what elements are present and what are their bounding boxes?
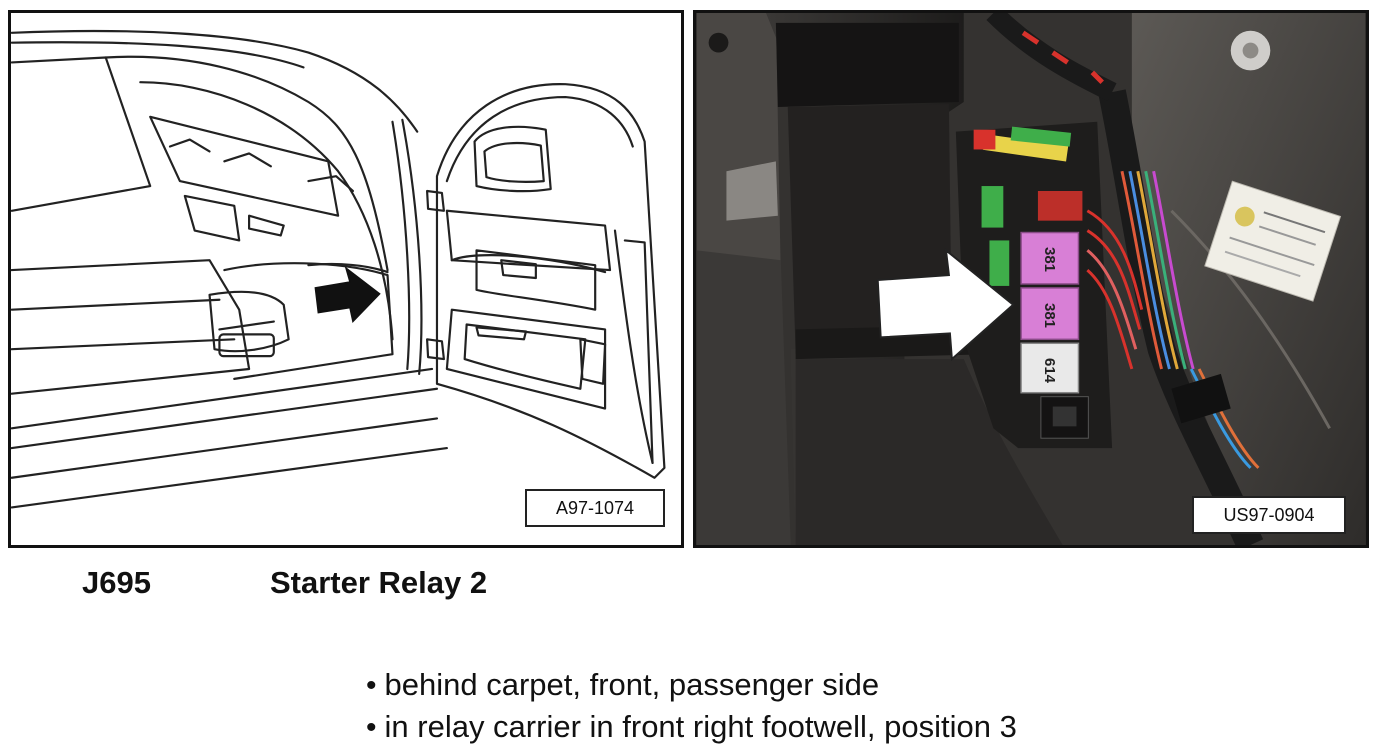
location-list: behind carpet, front, passenger side in …: [366, 664, 1017, 748]
figure-ref-left: A97-1074: [525, 489, 665, 527]
location-item: in relay carrier in front right footwell…: [366, 706, 1017, 748]
relay-label-3: 614: [1041, 357, 1059, 384]
figure-ref-right: US97-0904: [1192, 496, 1346, 534]
component-code: J695: [82, 565, 151, 600]
relay-carrier-photo: 381 381 614 US97-0904: [693, 10, 1369, 548]
component-name: Starter Relay 2: [270, 565, 488, 600]
relay-label-2: 381: [1041, 302, 1059, 329]
relay-carrier-drawing: [696, 13, 1366, 545]
car-line-drawing: [11, 29, 666, 509]
relay-381-top: [1020, 231, 1080, 285]
relay-381-bottom: [1020, 287, 1080, 341]
location-item: behind carpet, front, passenger side: [366, 664, 1017, 706]
relay-label-1: 381: [1041, 246, 1059, 273]
car-door-illustration: A97-1074: [8, 10, 684, 548]
location-arrow: [314, 266, 381, 324]
relay-614: [1020, 342, 1080, 394]
location-arrow-white: [876, 248, 1015, 362]
